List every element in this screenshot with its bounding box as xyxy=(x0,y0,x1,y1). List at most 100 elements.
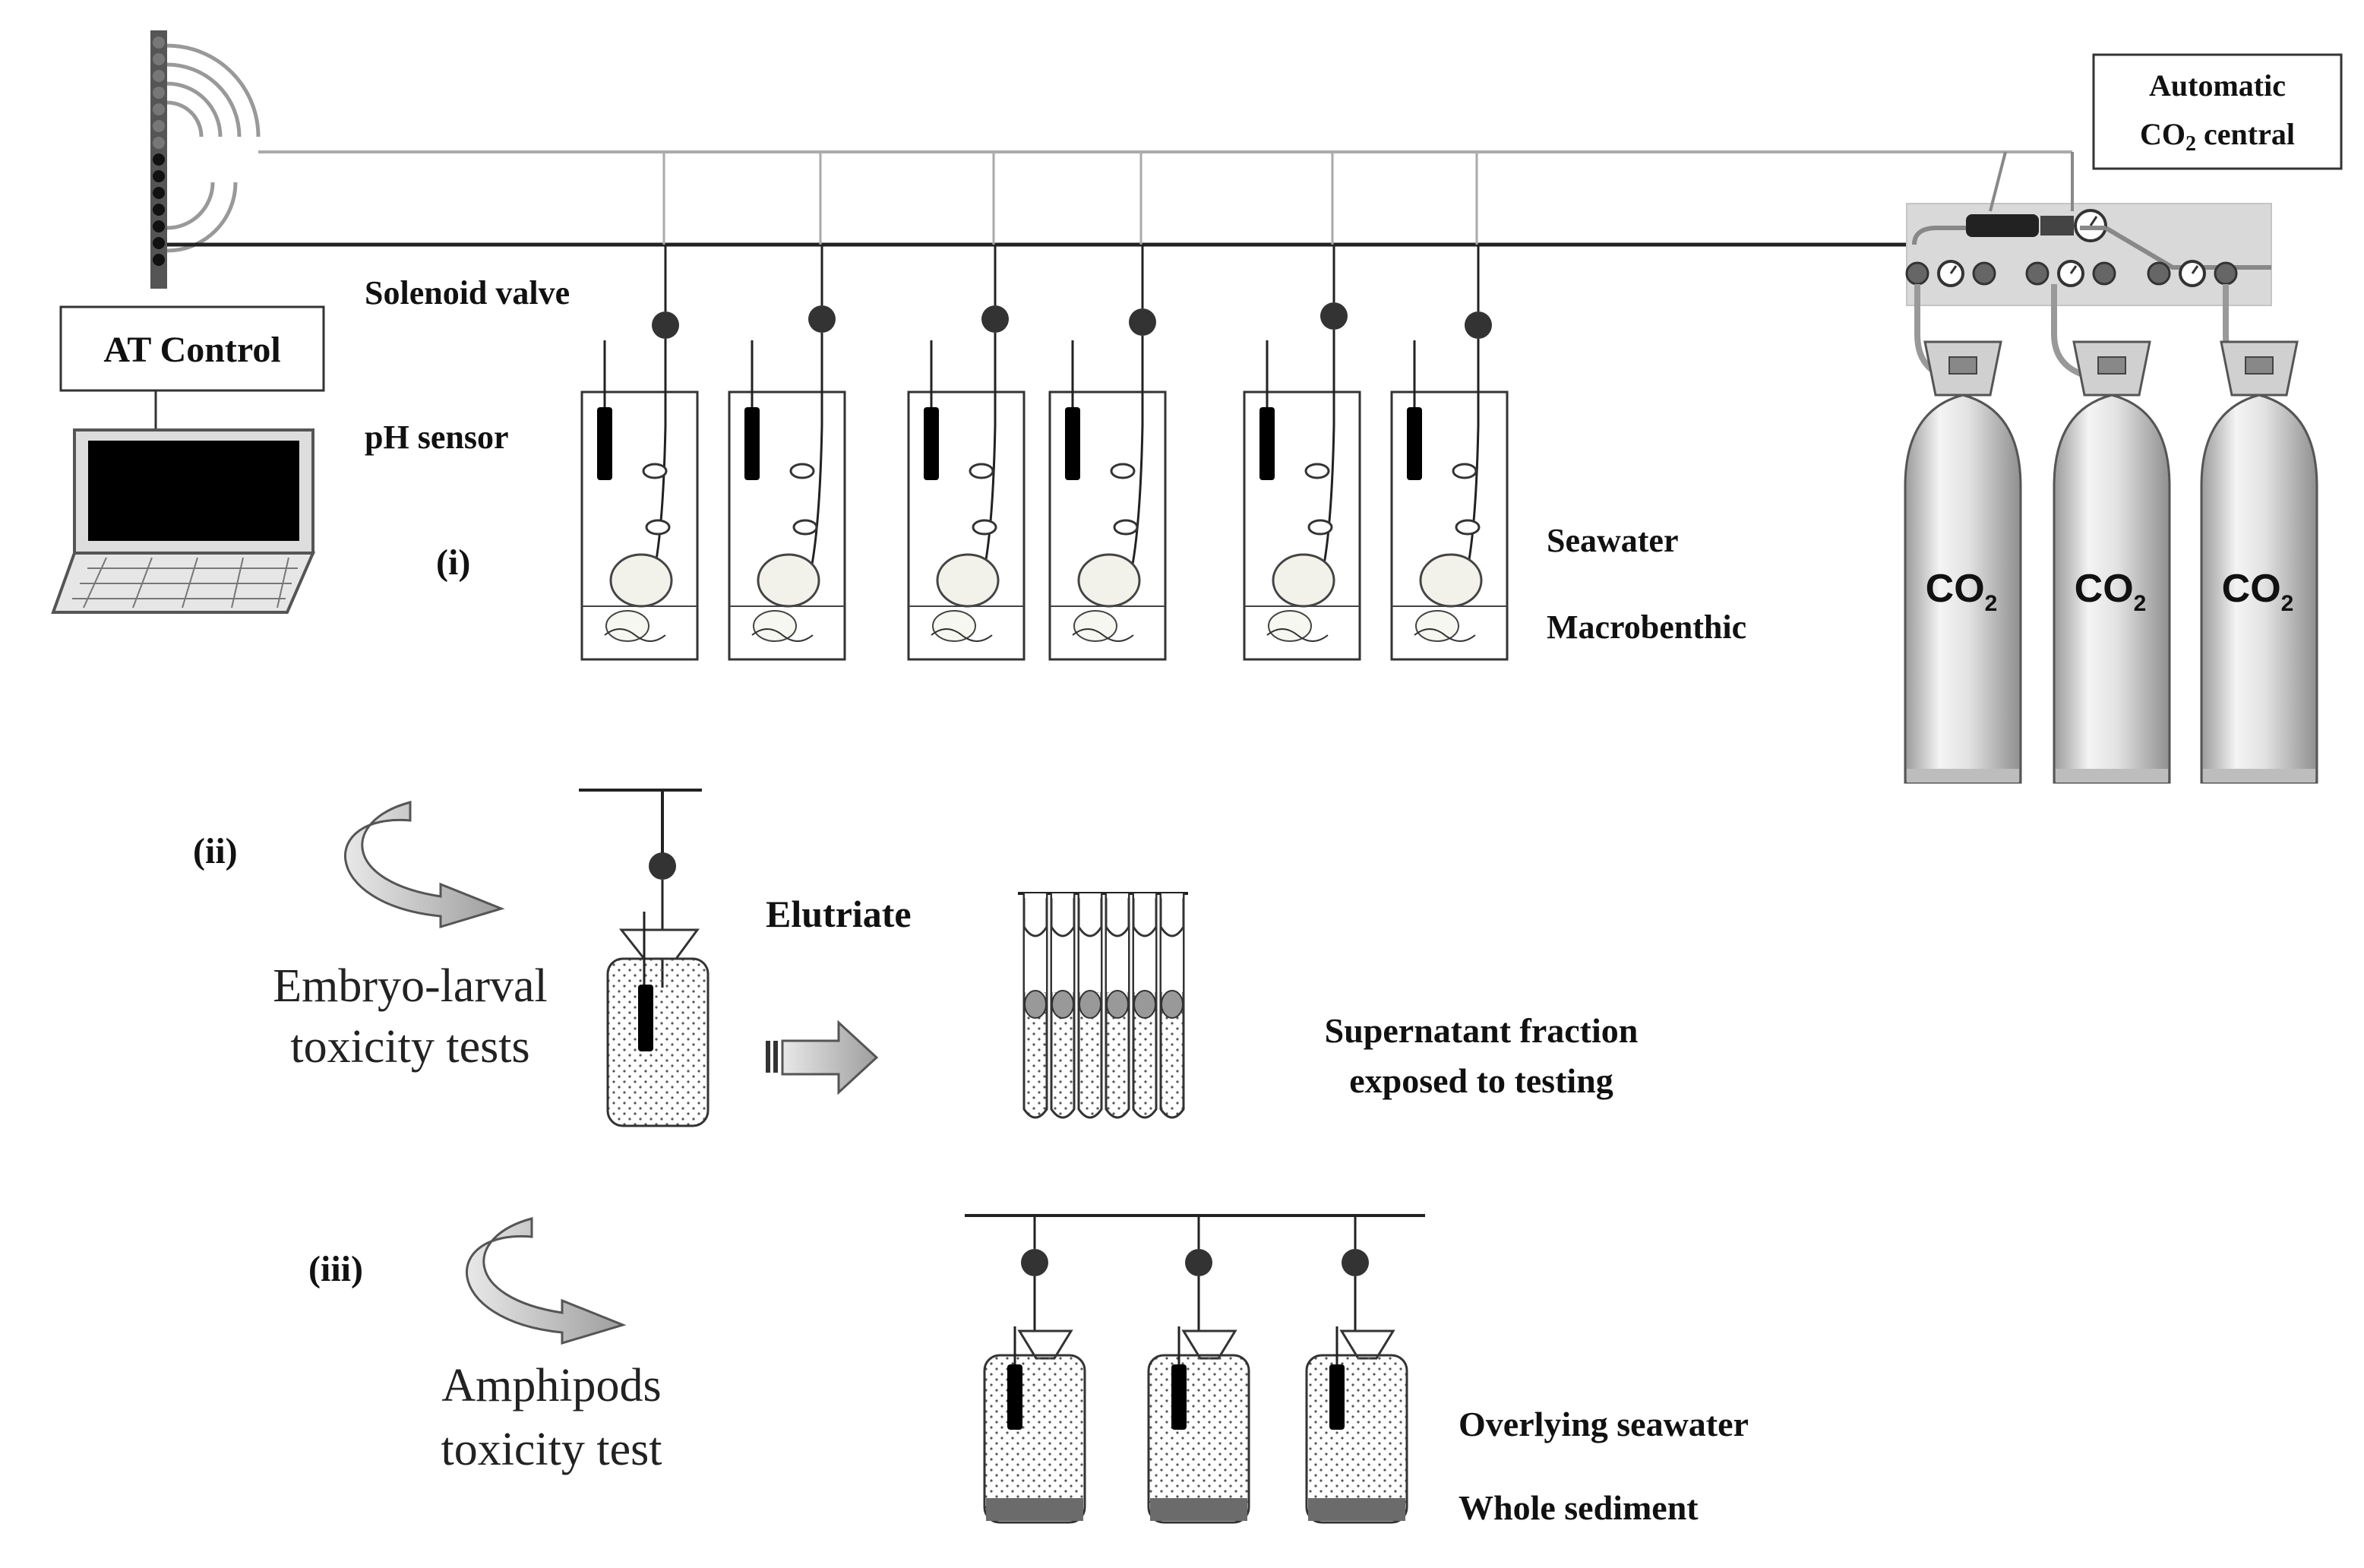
mast-led xyxy=(153,53,165,65)
test-tube xyxy=(1050,893,1076,1119)
bubble-icon xyxy=(1113,519,1139,536)
supernatant-line2: exposed to testing xyxy=(1349,1061,1613,1100)
solenoid-valve-icon xyxy=(1185,1249,1212,1276)
mast-led xyxy=(153,87,165,99)
test-tube xyxy=(1105,893,1130,1119)
aquarium-tank xyxy=(1048,152,1167,661)
solenoid-valve-icon xyxy=(649,852,676,880)
sediment-jar xyxy=(1305,1216,1408,1524)
aquarium-tank xyxy=(728,152,846,661)
solenoid-valve-icon xyxy=(1129,308,1156,336)
co2-central-line1: Automatic xyxy=(2149,68,2286,103)
control-mast xyxy=(150,30,261,289)
at-control-box: AT Control xyxy=(59,305,325,430)
ph-sensor-icon xyxy=(924,407,939,480)
bubble-icon xyxy=(972,519,997,536)
valve-knob-icon xyxy=(2147,261,2171,286)
co2-cylinder: CO2 xyxy=(2200,284,2318,784)
bubble-icon xyxy=(1304,463,1330,479)
bubble-icon xyxy=(969,463,994,479)
sediment-jars xyxy=(983,1216,1408,1524)
solenoid-valve-icon xyxy=(981,305,1009,333)
co2-cylinder: CO2 xyxy=(2051,284,2171,784)
ph-sensor-icon xyxy=(1007,1364,1022,1430)
aquarium-tank xyxy=(580,152,699,661)
mast-led xyxy=(153,187,165,199)
overlying-label: Overlying seawater xyxy=(1459,1405,1749,1443)
organism-icon xyxy=(751,553,820,642)
test-tube xyxy=(1077,893,1103,1119)
organism-icon xyxy=(1414,553,1483,642)
ph-sensor-icon xyxy=(597,407,612,480)
ph-sensor-icon xyxy=(1259,407,1275,480)
step-i-label: (i) xyxy=(436,542,470,583)
test-tube xyxy=(1022,893,1048,1119)
elutriate-vessel xyxy=(579,789,710,1127)
bubble-icon xyxy=(1110,463,1136,479)
amphipods-line1: Amphipods xyxy=(441,1360,661,1412)
laptop-icon xyxy=(51,428,316,614)
solenoid-valve-icon xyxy=(1021,1249,1048,1276)
solenoid-valve-label: Solenoid valve xyxy=(365,274,570,311)
step-iii-label: (iii) xyxy=(308,1249,363,1289)
embryo-line2: toxicity tests xyxy=(290,1021,529,1073)
bubble-icon xyxy=(1307,519,1333,536)
mast-led xyxy=(153,237,165,249)
mast-led xyxy=(153,204,165,216)
solenoid-valve-icon xyxy=(1465,311,1492,339)
test-tube-rack xyxy=(1018,892,1188,1119)
ph-sensor-icon xyxy=(638,985,653,1051)
sediment-layer xyxy=(1150,1498,1247,1521)
valve-knob-icon xyxy=(1905,261,1929,286)
curved-arrow-icon xyxy=(466,1217,627,1345)
aquarium-tank xyxy=(907,152,1026,661)
ph-sensor-icon xyxy=(744,407,760,480)
transfer-arrow-icon xyxy=(766,1020,879,1095)
valve-knob-icon xyxy=(2092,261,2116,286)
wireless-signal-icon xyxy=(166,43,261,253)
cylinder-label: CO2 xyxy=(2075,567,2147,616)
test-tube xyxy=(1159,893,1185,1119)
sediment-jar xyxy=(983,1216,1086,1524)
aquaria-group xyxy=(580,152,1509,661)
mast-led xyxy=(153,70,165,82)
ph-sensor-icon xyxy=(1065,407,1080,480)
mast-led xyxy=(153,120,165,132)
valve-knob-icon xyxy=(2025,261,2050,286)
mast-led xyxy=(153,36,165,49)
embryo-line1: Embryo-larval xyxy=(273,960,548,1012)
solenoid-valve-icon xyxy=(1320,302,1348,330)
curved-arrow-icon xyxy=(344,801,505,929)
bubble-icon xyxy=(789,463,815,479)
whole-sediment-label: Whole sediment xyxy=(1459,1488,1699,1527)
solenoid-valve-icon xyxy=(1342,1249,1369,1276)
cylinder-label: CO2 xyxy=(2222,567,2294,616)
supernatant-line1: Supernatant fraction xyxy=(1325,1011,1639,1050)
gas-manifold xyxy=(1905,151,2272,306)
bubble-icon xyxy=(1455,519,1481,536)
organism-icon xyxy=(931,553,1000,642)
mast-led xyxy=(153,137,165,149)
macrobenthic-label: Macrobenthic xyxy=(1547,609,1746,646)
solenoid-valve-icon xyxy=(652,311,679,339)
aquarium-tank xyxy=(1243,152,1361,661)
co2-cylinder: CO2 xyxy=(1904,284,2022,784)
elutriate-label: Elutriate xyxy=(766,893,912,935)
solenoid-valve-icon xyxy=(808,305,836,333)
bubble-icon xyxy=(642,463,668,479)
sediment-layer xyxy=(986,1498,1083,1521)
bubble-icon xyxy=(645,519,671,536)
at-control-label: AT Control xyxy=(103,330,280,370)
aquarium-tank xyxy=(1390,152,1509,661)
organism-icon xyxy=(1266,553,1335,642)
step-ii-label: (ii) xyxy=(193,831,238,871)
bubble-icon xyxy=(1452,463,1478,479)
test-tube xyxy=(1132,893,1158,1119)
ph-sensor-icon xyxy=(1329,1364,1345,1430)
bubble-icon xyxy=(792,519,818,536)
amphipods-line2: toxicity test xyxy=(441,1424,662,1475)
valve-knob-icon xyxy=(1972,261,1996,286)
seawater-label: Seawater xyxy=(1547,522,1679,559)
sediment-jar xyxy=(1147,1216,1250,1524)
